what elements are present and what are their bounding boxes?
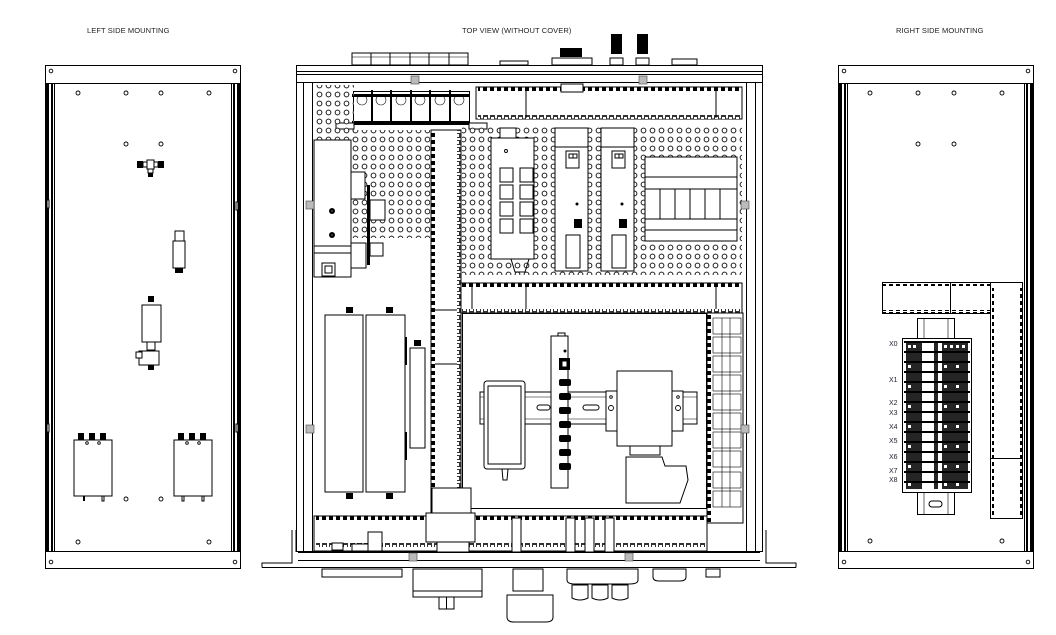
terminal-block-stack (902, 338, 972, 493)
cable-duct-top (475, 83, 743, 120)
mounting-plate (462, 313, 707, 509)
right-din-rail (917, 318, 955, 515)
rf-switch-left (73, 433, 113, 502)
bottom-external-connectors (321, 568, 721, 623)
terminal-label-x8: X8 (889, 477, 898, 484)
cable-duct-vertical (430, 129, 462, 523)
terminal-label-x5: X5 (889, 438, 898, 445)
serial-converter (605, 370, 689, 504)
enclosure-screws (305, 75, 750, 562)
power-supply-2 (365, 307, 407, 499)
terminal-label-x3: X3 (889, 410, 898, 417)
bottom-fuse-holders (511, 517, 615, 553)
media-converter-1 (554, 127, 589, 272)
top-view-title: TOP VIEW (WITHOUT COVER) (462, 26, 572, 35)
left-controller-module (313, 139, 386, 278)
left-panel-frame (45, 65, 241, 569)
rf-filter (135, 296, 162, 370)
right-panel-holes (841, 68, 1031, 565)
rf-tee-connector (137, 159, 164, 177)
perforated-plate-left (314, 85, 354, 145)
power-supply-1 (324, 307, 364, 499)
right-panel-frame (838, 65, 1034, 569)
main-power-connector (425, 487, 476, 553)
terminal-label-x4: X4 (889, 424, 898, 431)
cable-duct-bottom (313, 515, 708, 552)
rf-switch-right (173, 433, 213, 502)
circuit-breaker-block (644, 156, 738, 242)
terminal-label-x1: X1 (889, 377, 898, 384)
right-duct-horizontal (882, 282, 991, 314)
rf-attenuator-1 (172, 230, 186, 273)
terminal-label-x6: X6 (889, 454, 898, 461)
capacitor-module (409, 340, 426, 449)
left-view-title: LEFT SIDE MOUNTING (87, 26, 170, 35)
terminal-strip-right (706, 312, 744, 524)
terminal-label-x2: X2 (889, 400, 898, 407)
terminal-label-x7: X7 (889, 468, 898, 475)
transformer (483, 380, 526, 481)
usb-hub (550, 332, 571, 489)
terminal-label-x0: X0 (889, 341, 898, 348)
top-connectors (351, 34, 698, 66)
cable-duct-middle (460, 282, 743, 314)
ethernet-switch (490, 127, 535, 273)
media-converter-2 (600, 127, 635, 272)
right-duct-vertical (990, 282, 1023, 519)
left-panel-holes (48, 68, 238, 565)
right-view-title: RIGHT SIDE MOUNTING (896, 26, 984, 35)
